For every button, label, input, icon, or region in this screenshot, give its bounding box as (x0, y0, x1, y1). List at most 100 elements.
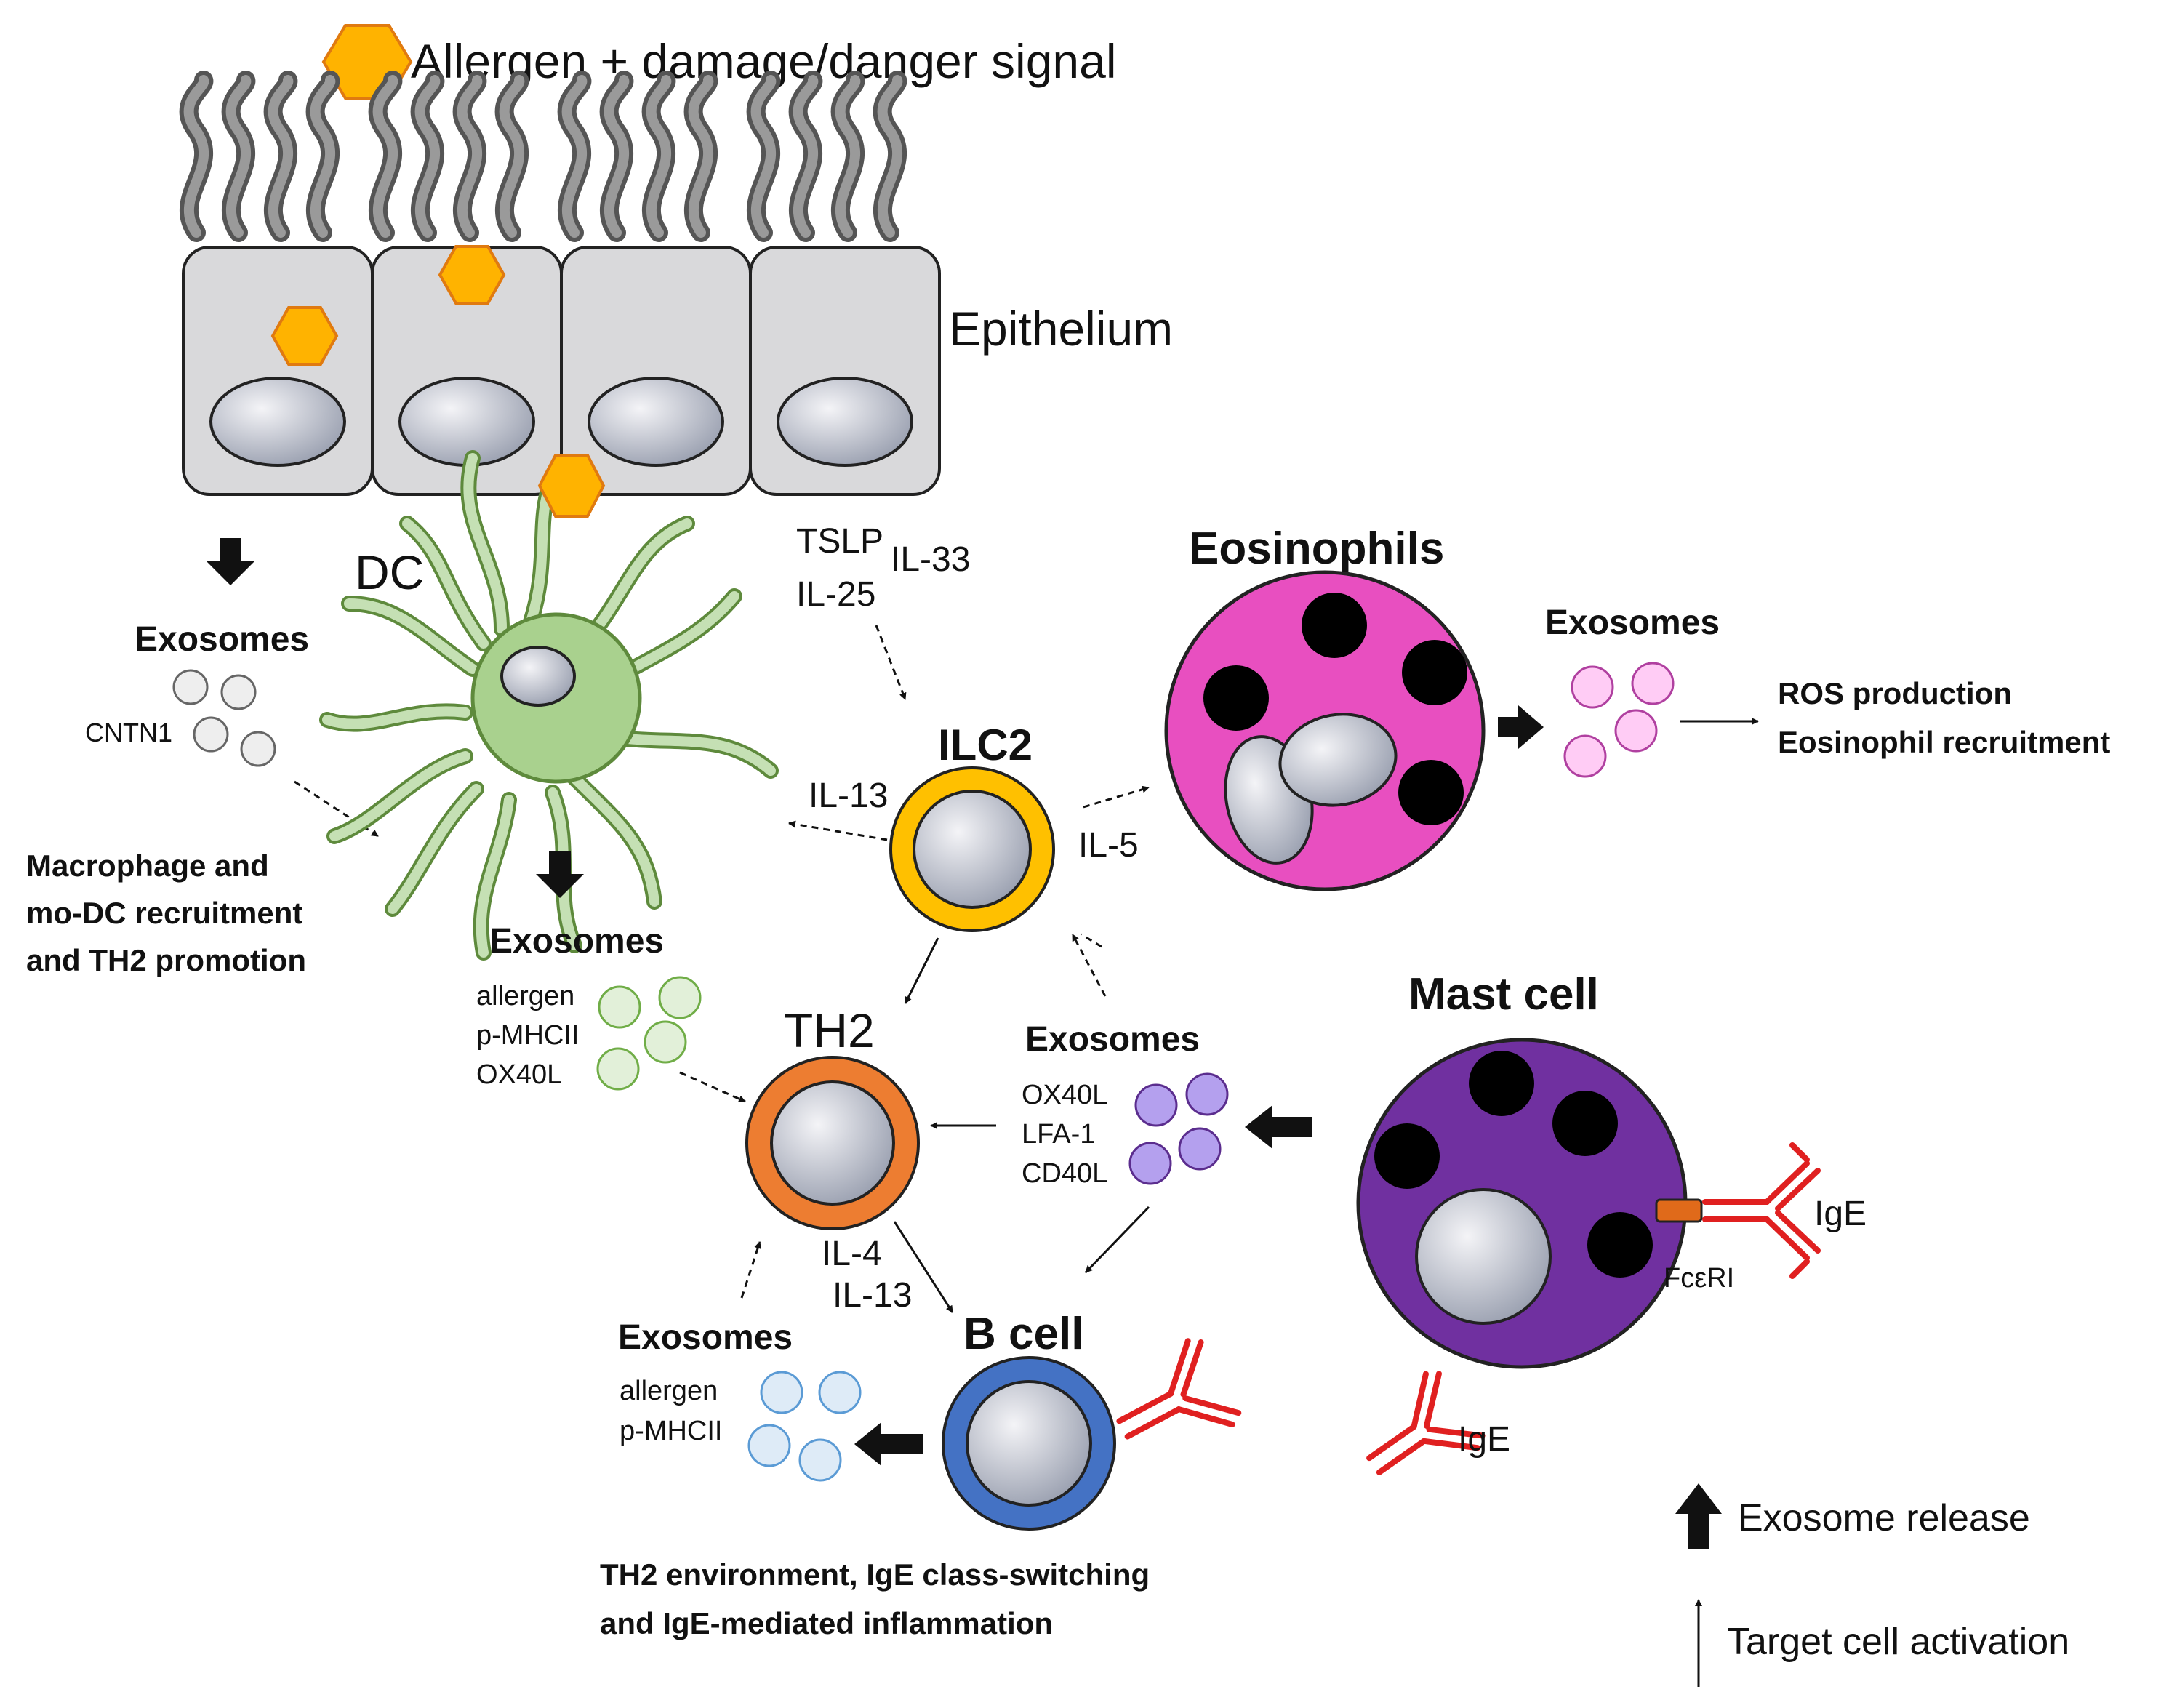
eosinophil-granule (1402, 640, 1467, 705)
epithelial-nucleus (209, 377, 346, 467)
exosome-vesicle (193, 716, 229, 753)
exosome-vesicle (798, 1438, 842, 1482)
eosinophil-exosomes: Exosomes ROS production Eosinophil recru… (1498, 604, 2110, 778)
th2-il4-label: IL-4 (822, 1235, 882, 1273)
exosome-vesicle (644, 1020, 687, 1064)
exosome-vesicle (1631, 662, 1675, 705)
exosome-vesicle (818, 1371, 862, 1414)
dendritic-cell: DC (319, 450, 779, 961)
epithelial-cilia-inner (183, 75, 903, 238)
mast-exosome-cargo: LFA-1 (1022, 1119, 1095, 1150)
dc-exosome-cargo: allergen (476, 981, 574, 1011)
eosinophil-cell: Eosinophils (1164, 524, 1486, 891)
th2-il13-label: IL-13 (833, 1276, 912, 1315)
b-exosome-cargo: p-MHCII (620, 1416, 722, 1446)
allergen-hexagon-icon (438, 245, 506, 305)
mast-exosome-cargo: CD40L (1022, 1158, 1107, 1189)
dc-exosome-cargo: p-MHCII (476, 1020, 579, 1051)
mast-nucleus (1415, 1188, 1552, 1325)
mast-cell: Mast cell FcεRI IgE (1356, 969, 1867, 1369)
dc-exosome-cargo: OX40L (476, 1059, 562, 1090)
exosome-release-arrow-icon (207, 538, 254, 585)
exosome-vesicle (596, 1047, 640, 1091)
dc-nucleus (500, 646, 576, 707)
epithelial-exosome-cargo: CNTN1 (85, 718, 172, 747)
eos-effect-line: Eosinophil recruitment (1778, 725, 2110, 759)
b-effect-line: and IgE-mediated inflammation (600, 1606, 1053, 1640)
mast-exosomes-title: Exosomes (1025, 1020, 1200, 1059)
ige-antibody-icon (1366, 1371, 1486, 1475)
eosinophil-granule (1398, 760, 1464, 825)
activation-arrow (740, 1241, 761, 1299)
b-exosomes-title: Exosomes (618, 1318, 793, 1357)
activation-arrow (788, 820, 888, 841)
mast-granule (1552, 1091, 1618, 1156)
mast-ige-label: IgE (1814, 1195, 1867, 1233)
free-ige-label: IgE (1458, 1420, 1510, 1459)
epithelium: Epithelium (182, 245, 1173, 496)
fcer1-receptor-icon (1655, 1198, 1703, 1223)
eos-exosomes-title: Exosomes (1545, 604, 1720, 642)
epithelial-exosomes: Exosomes CNTN1 Macrophage and mo-DC recr… (26, 538, 379, 977)
eosinophil-nucleus-lobe (1278, 713, 1398, 807)
epithelial-cilia (179, 71, 907, 242)
free-ige: IgE (1366, 1371, 1510, 1475)
exosome-vesicle (1185, 1072, 1229, 1116)
legend-target-activation-label: Target cell activation (1727, 1621, 2069, 1663)
eosinophil-granule (1302, 593, 1367, 658)
b-exosomes: Exosomes allergen p-MHCII TH2 environmen… (600, 1241, 1150, 1640)
exosome-vesicle (1178, 1127, 1222, 1171)
dc-label: DC (355, 545, 424, 599)
th2-label: TH2 (784, 1003, 875, 1057)
il33-label: IL-33 (891, 540, 970, 579)
exosome-vesicle (1614, 709, 1658, 753)
exosome-vesicle (598, 985, 641, 1029)
exosome-release-arrow-icon (1498, 705, 1544, 749)
dc-exosomes-title: Exosomes (489, 922, 664, 961)
exosome-vesicle (1571, 665, 1614, 709)
ige-antibody-icon (1116, 1338, 1242, 1440)
activation-arrow (1081, 933, 1102, 948)
b-cell-nucleus (966, 1380, 1092, 1507)
exosome-vesicle (1134, 1083, 1178, 1127)
exosome-vesicle (240, 731, 276, 767)
ilc2-cell: ILC2 IL-13 IL-5 (788, 721, 1150, 932)
exosome-vesicle (658, 976, 702, 1019)
epithelial-effect-line: and TH2 promotion (26, 943, 306, 977)
b-effect-line: TH2 environment, IgE class-switching (600, 1557, 1150, 1592)
activation-arrow (1071, 934, 1107, 997)
epithelial-nucleus (588, 377, 724, 467)
exosome-vesicle (220, 674, 257, 710)
mast-exosome-cargo: OX40L (1022, 1080, 1107, 1110)
epithelial-nucleus (398, 377, 535, 467)
mast-cell-label: Mast cell (1408, 969, 1599, 1019)
th2-cell: TH2 IL-4 IL-13 (745, 937, 954, 1315)
tslp-label: TSLP (796, 522, 883, 561)
allergen-hexagon-icon (270, 306, 339, 366)
exosome-release-arrow-icon (536, 851, 584, 898)
exosome-release-arrow-icon (1245, 1105, 1312, 1149)
legend-exosome-release-label: Exosome release (1738, 1497, 2030, 1539)
activation-arrow (1084, 1206, 1150, 1274)
exosome-vesicle (747, 1424, 791, 1467)
activation-arrow (679, 1071, 746, 1103)
eosinophils-label: Eosinophils (1189, 524, 1444, 574)
exosome-release-arrow-icon (854, 1422, 923, 1466)
ilc2-nucleus (913, 790, 1032, 909)
b-exosome-cargo: allergen (620, 1376, 718, 1406)
exosome-vesicle (1563, 734, 1607, 778)
mast-granule (1374, 1123, 1440, 1189)
th2-nucleus (770, 1080, 895, 1206)
epithelium-label: Epithelium (949, 302, 1173, 356)
exosome-vesicle (1128, 1142, 1172, 1185)
ilc2-label: ILC2 (938, 721, 1033, 769)
mast-granule (1469, 1051, 1534, 1116)
allergen-hexagon-icon (537, 454, 606, 518)
ige-antibody-icon (1702, 1142, 1821, 1279)
fcer1-label: FcεRI (1664, 1263, 1734, 1294)
ilc2-il5-label: IL-5 (1078, 826, 1139, 865)
activation-arrow (893, 1221, 954, 1313)
eosinophil-granule (1203, 665, 1269, 731)
epithelial-effect-line: Macrophage and (26, 849, 269, 883)
